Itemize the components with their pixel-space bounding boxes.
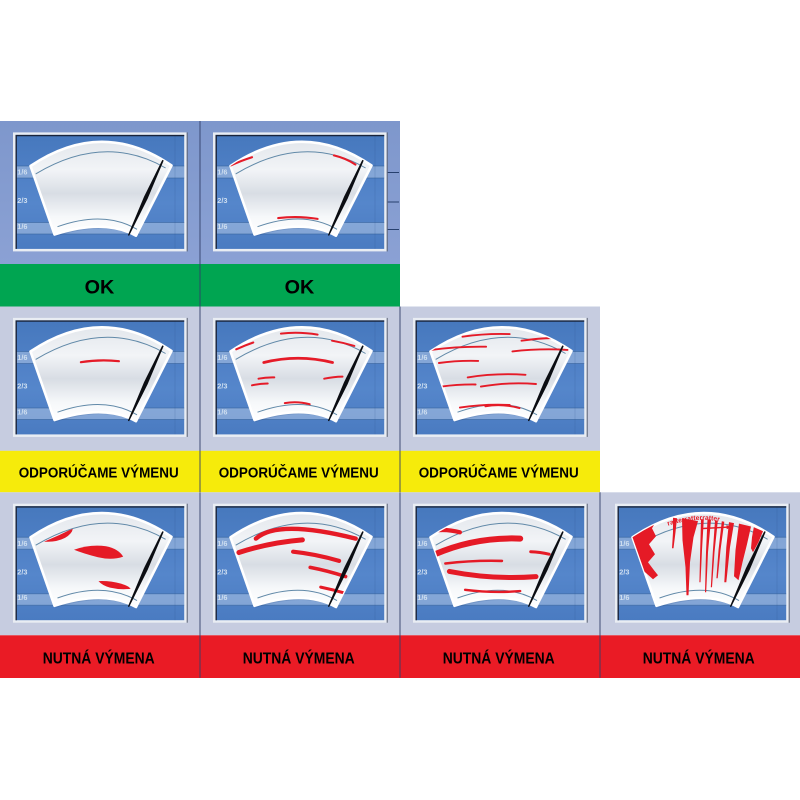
svg-text:NUTNÁ VÝMENA: NUTNÁ VÝMENA	[443, 649, 555, 668]
svg-text:NUTNÁ VÝMENA: NUTNÁ VÝMENA	[43, 649, 155, 668]
svg-text:ODPORÚČAME VÝMENU: ODPORÚČAME VÝMENU	[219, 464, 379, 482]
svg-text:NUTNÁ VÝMENA: NUTNÁ VÝMENA	[243, 649, 355, 668]
svg-text:OK: OK	[285, 277, 315, 299]
svg-text:ODPORÚČAME VÝMENU: ODPORÚČAME VÝMENU	[19, 464, 179, 482]
svg-text:ODPORÚČAME VÝMENU: ODPORÚČAME VÝMENU	[419, 464, 579, 482]
svg-text:OK: OK	[85, 277, 115, 299]
svg-text:NUTNÁ VÝMENA: NUTNÁ VÝMENA	[643, 649, 755, 668]
